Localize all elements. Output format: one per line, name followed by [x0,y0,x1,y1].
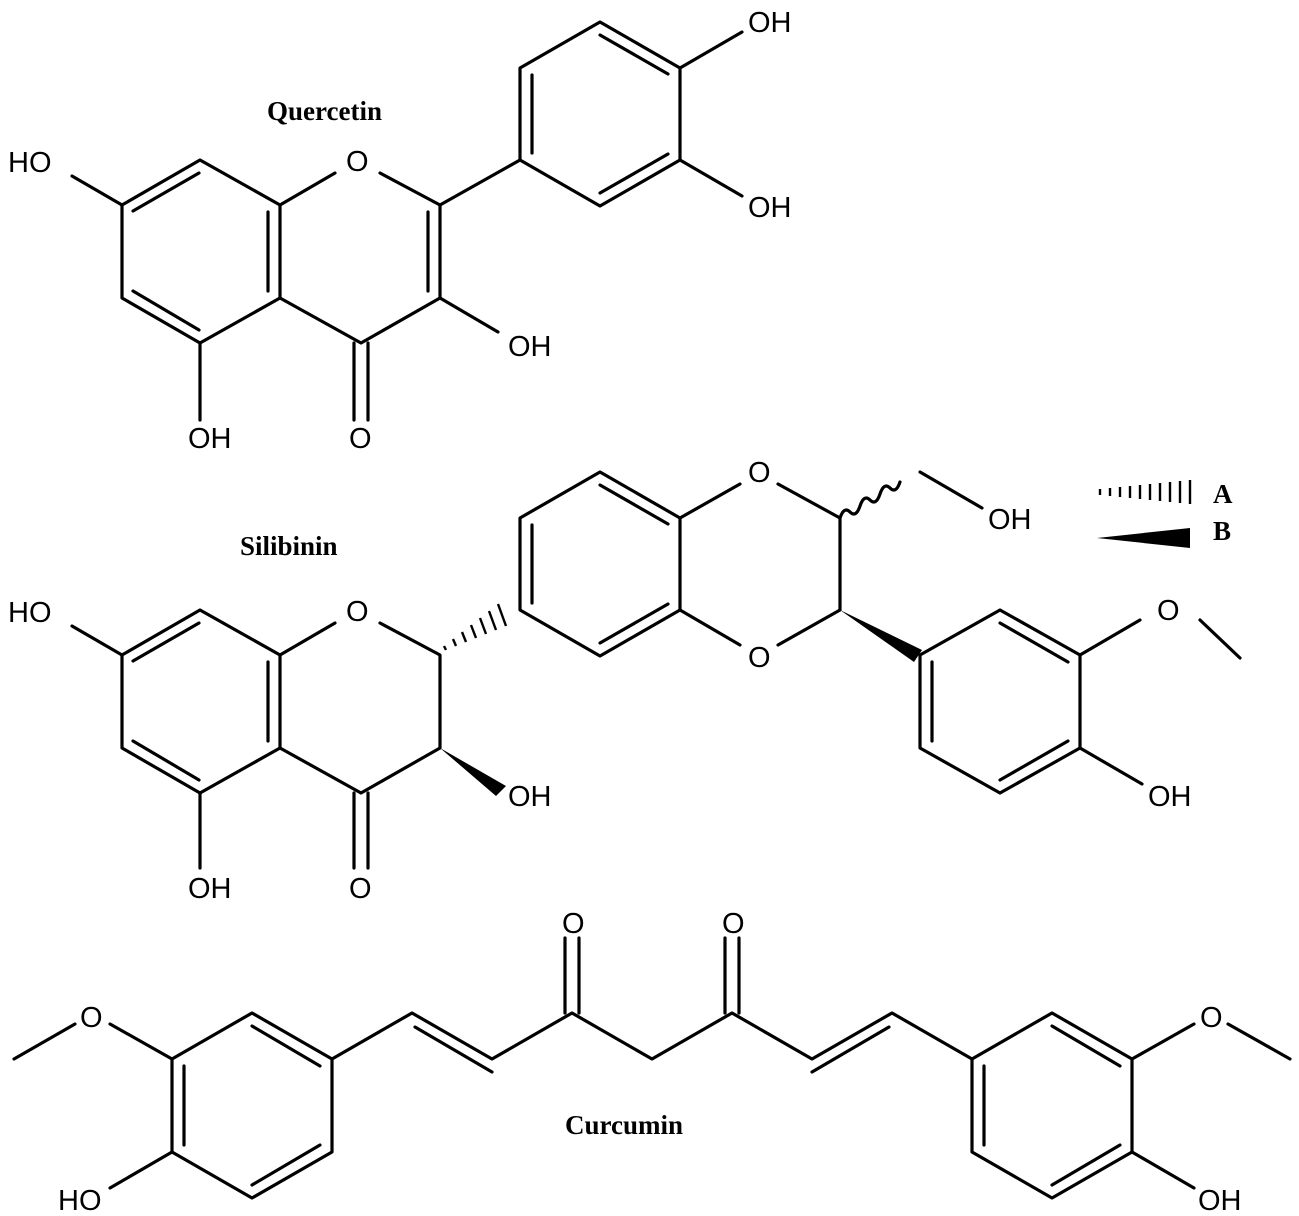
silibinin-d-ring-double-bonds [930,621,1070,782]
silibinin-oh-5-label: OH [188,873,232,905]
quercetin-c-ring-bonds [278,171,442,345]
silibinin-name-label: Silibinin [240,531,338,561]
silibinin-methoxy-o-label: O [1157,595,1180,627]
legend-hashed-wedge-symbol [1098,480,1192,504]
curcumin-oh-right-label: OH [1198,1185,1242,1216]
silibinin-wavy-bond [838,480,902,520]
silibinin-a-ring-double-bonds [131,621,270,782]
quercetin-oh-7-label: HO [8,147,52,179]
quercetin-oxo-label: O [349,423,372,455]
quercetin-b-ring-link [438,158,522,207]
silibinin-d-ring-bonds [918,608,1082,795]
curcumin-oxo-2-label: O [722,908,745,940]
silibinin-a-ring-bonds [120,608,282,795]
quercetin-structure: HO OH O O OH OH OH Quercetin [8,7,792,455]
curcumin-chain-bonds [330,1011,974,1061]
silibinin-dioxane-bonds [678,482,842,647]
curcumin-oh-left-label: HO [58,1185,102,1216]
silibinin-dioxane-o1-label: O [748,457,771,489]
quercetin-oh-3-label: OH [508,331,552,363]
curcumin-name-label: Curcumin [565,1110,683,1140]
quercetin-oh-4p-label: OH [748,7,792,39]
silibinin-oh-ch2-label: OH [988,504,1032,536]
quercetin-name-label: Quercetin [267,96,382,126]
silibinin-d-ring-solid-wedge [840,610,922,662]
silibinin-a-ring-substituent-bonds [70,624,202,870]
silibinin-carbonyl-bond [352,791,370,870]
silibinin-c-ring-bonds [278,621,442,795]
silibinin-d-ring-substituent-bonds [1078,618,1242,786]
curcumin-oxo-1-label: O [562,908,585,940]
silibinin-3-oh-solid-wedge [440,748,506,796]
quercetin-a-ring-bonds [120,158,282,345]
quercetin-ring-o-label: O [346,146,369,178]
curcumin-chain-double-bonds [413,1025,891,1074]
quercetin-a-ring-double-bonds [131,171,270,332]
curcumin-carbonyl-bonds [563,936,741,1015]
curcumin-right-ring-double-bonds [982,1024,1122,1187]
curcumin-methoxy-o-left-label: O [80,1002,103,1034]
legend-label-a: A [1213,479,1233,509]
silibinin-oh-7-label: HO [8,597,52,629]
silibinin-ch2-oh-bond [918,470,984,510]
silibinin-oxo-label: O [349,873,372,905]
curcumin-right-substituent-bonds [1130,1022,1292,1190]
curcumin-structure: O O O O HO OH Curcumin [12,908,1292,1216]
curcumin-right-ring-bonds [970,1011,1134,1200]
legend-solid-wedge-symbol [1097,528,1190,548]
quercetin-b-ring-bonds [518,20,682,208]
quercetin-b-ring-oh-bonds [678,30,744,198]
quercetin-b-ring-double-bonds [530,33,670,195]
silibinin-benzodioxane-ring-bonds [518,470,682,658]
silibinin-structure: HO OH O O OH O O OH O OH Silibinin [8,457,1242,905]
quercetin-carbonyl-bond [352,341,370,422]
silibinin-oh-3-label: OH [508,781,552,813]
silibinin-hashed-wedge-bond [442,603,508,651]
quercetin-oh-3p-label: OH [748,192,792,224]
quercetin-a-ring-substituent-bonds [70,174,202,422]
legend-label-b: B [1213,516,1231,546]
curcumin-left-ring-bonds [170,1011,334,1200]
silibinin-benzodioxane-double-bonds [530,483,670,645]
curcumin-methoxy-o-right-label: O [1200,1002,1223,1034]
stereo-bond-legend: A B [1097,479,1233,548]
silibinin-oh-4-label: OH [1148,781,1192,813]
quercetin-oh-5-label: OH [188,423,232,455]
silibinin-ring-o-label: O [346,596,369,628]
curcumin-left-ring-double-bonds [182,1024,322,1187]
curcumin-left-substituent-bonds [12,1022,174,1190]
silibinin-dioxane-o2-label: O [748,642,771,674]
quercetin-3-oh-bond [438,296,500,334]
